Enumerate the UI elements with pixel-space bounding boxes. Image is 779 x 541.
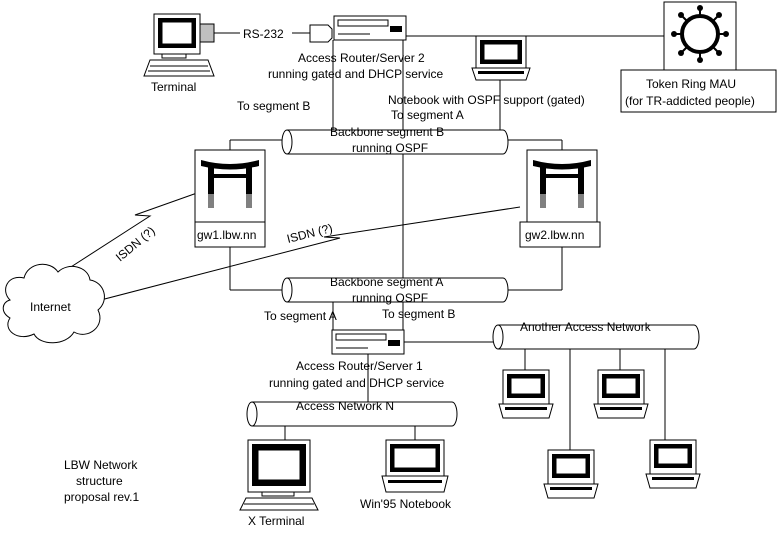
to-segment-a-bottom-label: To segment A: [264, 309, 337, 323]
router2-label-line1: Access Router/Server 2: [298, 51, 425, 65]
another-access-network-pipe: [492, 324, 700, 350]
x-terminal-icon: [239, 439, 319, 511]
caption-line3: proposal rev.1: [64, 490, 139, 504]
terminal-icon: [143, 13, 215, 77]
notebook-ospf-icon: [471, 35, 531, 81]
router1-label-line1: Access Router/Server 1: [296, 359, 423, 373]
router1-icon: [331, 329, 405, 355]
isdn-mid-label: ISDN (?): [285, 221, 334, 246]
backbone-a-label-line2: running OSPF: [352, 291, 428, 305]
backbone-b-label-line2: running OSPF: [352, 141, 428, 155]
to-segment-b-bottom-label: To segment B: [382, 307, 455, 321]
token-ring-label-box: [620, 69, 777, 113]
access-network-n-pipe: [246, 401, 458, 427]
backbone-a-pipe: [281, 277, 509, 303]
backbone-a-label-line1: Backbone segment A: [330, 275, 443, 289]
router2-icon: [333, 15, 407, 41]
isdn-link-left: [59, 192, 198, 275]
caption-line2: structure: [76, 474, 123, 488]
rs232-connector-icon: [309, 24, 333, 43]
gw1-label: gw1.lbw.nn: [197, 228, 256, 242]
gw2-icon: [519, 149, 601, 248]
gw1-icon: [194, 149, 266, 248]
router2-label-line2: running gated and DHCP service: [268, 67, 444, 81]
notebook-icon: [593, 369, 649, 419]
rs232-label: RS-232: [243, 27, 284, 41]
token-ring-mau-icon: [663, 1, 737, 71]
to-segment-b-top-label: To segment B: [237, 99, 310, 113]
another-access-label: Another Access Network: [520, 320, 652, 334]
backbone-b-label-line1: Backbone segment B: [330, 125, 444, 139]
internet-label: Internet: [30, 300, 71, 314]
win95-notebook-label: Win'95 Notebook: [360, 497, 452, 511]
caption-line1: LBW Network: [64, 458, 138, 472]
isdn-link-mid: [92, 206, 521, 303]
gw2-label: gw2.lbw.nn: [525, 228, 584, 242]
token-ring-label-line1: Token Ring MAU: [646, 77, 736, 91]
internet-cloud-icon: [2, 263, 105, 344]
x-terminal-label: X Terminal: [248, 514, 304, 528]
notebook-ospf-label: Notebook with OSPF support (gated): [388, 93, 585, 107]
isdn-left-label: ISDN (?): [113, 224, 158, 265]
win95-notebook-icon: [381, 439, 449, 493]
backbone-b-pipe: [281, 129, 509, 155]
token-ring-label-line2: (for TR-addicted people): [625, 94, 755, 108]
access-network-n-label: Access Network N: [296, 399, 394, 413]
to-segment-a-top-label: To segment A: [391, 108, 464, 122]
notebook-icon: [498, 369, 554, 419]
notebook-icon: [543, 449, 599, 499]
notebook-icon: [645, 439, 701, 489]
terminal-label: Terminal: [151, 80, 196, 94]
router1-label-line2: running gated and DHCP service: [269, 376, 445, 390]
